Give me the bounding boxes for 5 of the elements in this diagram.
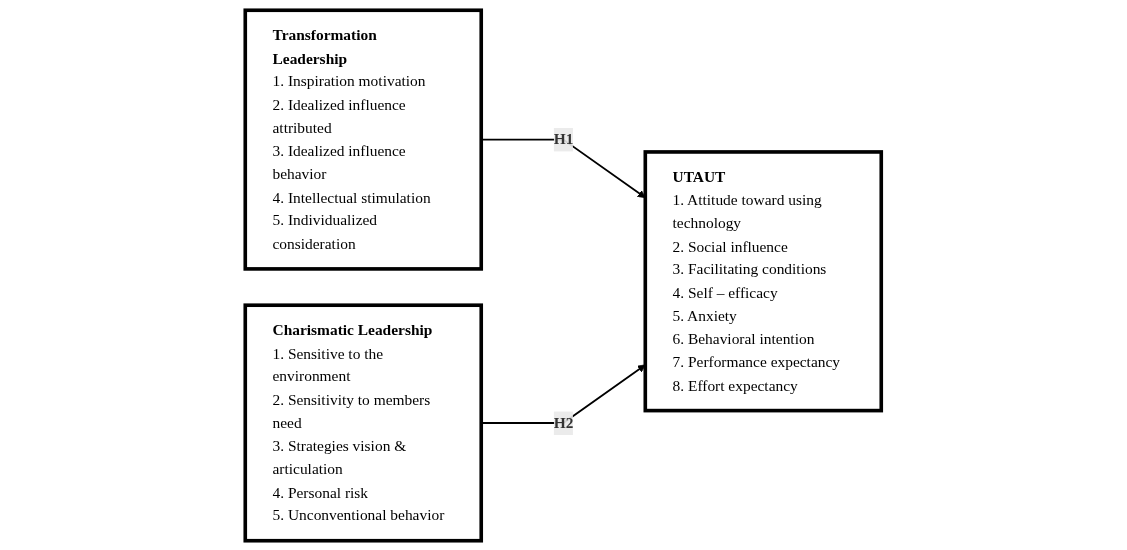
edge-label: H2 <box>554 413 574 431</box>
edge-label: H1 <box>554 130 574 148</box>
node-box: UTAUT 1. Attitude toward using technology 2. Social influence 3. Facilitating conditions 4. Self – efficacy 5. Anxiety 6. Behavioral intention 7. Performance expectancy 8. Effort expectancy <box>643 149 884 412</box>
node-box: Charismatic Leadership 1. Sensitive to the environment 2. Sensitivity to members need 3. Strategies vision & articulation 4. Personal risk 5. Unconventional behavior <box>243 302 484 543</box>
node-box: Transformation Leadership 1. Inspiration motivation 2. Idealized influence attributed 3. Idealized influence behavior 4. Intellectual stimulation 5. Individualized consideration <box>243 7 484 271</box>
